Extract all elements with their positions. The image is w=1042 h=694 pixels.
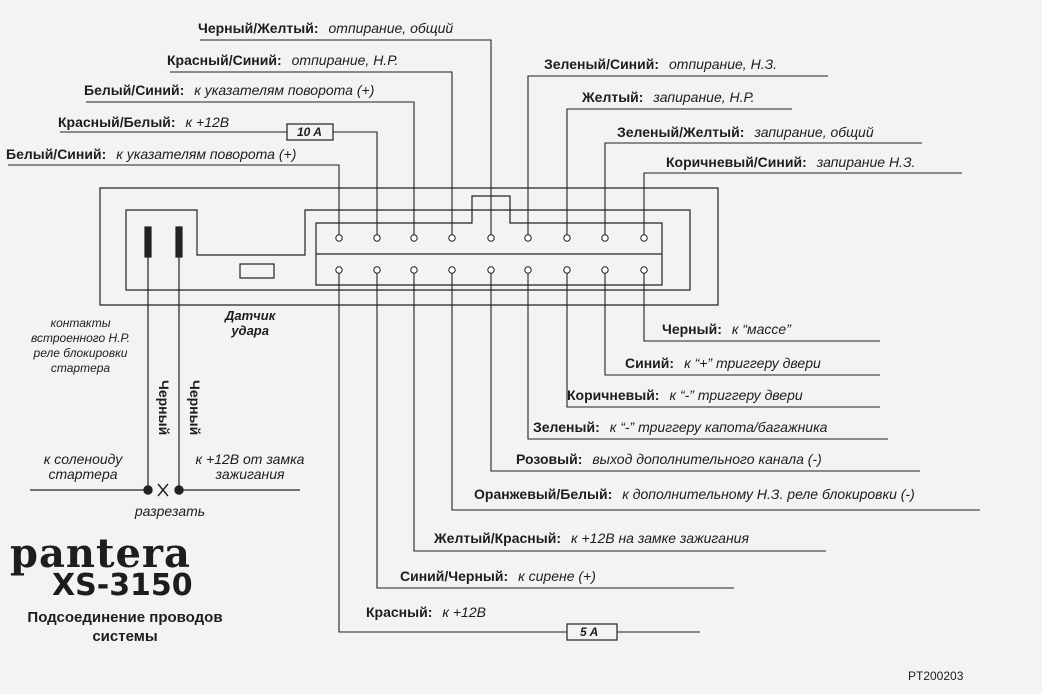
- connector-pin: [487, 266, 495, 274]
- wire-label-white-blue-2: Белый/Синий:к указателям поворота (+): [6, 146, 297, 162]
- wire-label-brown-blue: Коричневый/Синий:запирание Н.З.: [666, 154, 916, 170]
- wire-label-red: Красный:к +12В: [366, 604, 486, 620]
- wire-label-green: Зеленый:к “-” триггеру капота/багажника: [533, 419, 828, 435]
- wire-pink: [490, 270, 920, 472]
- connector-pin: [563, 266, 571, 274]
- wire-white-blue-2: [8, 164, 340, 238]
- fuse-5a: [566, 623, 618, 641]
- wire-red-blue: [170, 71, 453, 238]
- relay-contact-left: [144, 226, 152, 258]
- connector-pin: [410, 234, 418, 242]
- unit-inner: [125, 209, 691, 291]
- connector-pin: [373, 266, 381, 274]
- connector-pin: [448, 234, 456, 242]
- wire-yellow-red: [413, 270, 826, 552]
- wire-blue-black: [376, 270, 734, 589]
- connector-pin: [601, 234, 609, 242]
- connector-pin: [410, 266, 418, 274]
- wire-label-black-yellow: Черный/Желтый:отпирание, общий: [198, 20, 454, 36]
- connector-housing: [315, 195, 663, 286]
- black-wire-label-right: Черный: [187, 380, 203, 436]
- wire-green: [527, 270, 888, 440]
- wire-black: [643, 270, 880, 342]
- connector-pin: [524, 266, 532, 274]
- connector-pin: [335, 266, 343, 274]
- wire-label-orange-white: Оранжевый/Белый:к дополнительному Н.З. р…: [474, 486, 915, 502]
- shock-sensor: [239, 263, 275, 279]
- fuse-10a: [286, 123, 334, 141]
- connector-pin: [373, 234, 381, 242]
- wire-brown: [566, 270, 880, 408]
- wire-yellow: [566, 108, 792, 238]
- document-code: PT200203: [908, 669, 964, 683]
- wire-label-pink: Розовый:выход дополнительного канала (-): [516, 451, 822, 467]
- wire-black-yellow: [200, 39, 492, 238]
- wire-white-blue-1: [86, 101, 415, 238]
- cut-mark: [143, 483, 184, 497]
- wire-label-white-blue-1: Белый/Синий:к указателям поворота (+): [84, 82, 375, 98]
- wire-label-yellow: Желтый:запирание, Н.Р.: [582, 89, 755, 105]
- wire-label-green-blue: Зеленый/Синий:отпирание, Н.З.: [544, 56, 778, 72]
- connector-pin: [601, 266, 609, 274]
- black-wire-label-left: Черный: [156, 380, 172, 436]
- connector-pin: [563, 234, 571, 242]
- cut-label: разрезать: [134, 503, 206, 519]
- connector-pin: [640, 266, 648, 274]
- connector-pin: [524, 234, 532, 242]
- wire-label-green-yellow: Зеленый/Желтый:запирание, общий: [617, 124, 874, 140]
- wire-label-blue: Синий:к “+” триггеру двери: [625, 355, 821, 371]
- wire-label-blue-black: Синий/Черный:к сирене (+): [400, 568, 596, 584]
- connector-pin: [448, 266, 456, 274]
- wire-red-white: [60, 131, 378, 238]
- wire-green-yellow: [604, 142, 922, 238]
- connector-pin: [487, 234, 495, 242]
- fuse-10a-label: 10 A: [297, 125, 322, 139]
- model-name: XS-3150: [52, 568, 193, 603]
- connector-pin: [640, 234, 648, 242]
- wire-orange-white: [451, 270, 980, 511]
- wire-label-red-blue: Красный/Синий:отпирание, Н.Р.: [167, 52, 399, 68]
- unit-housing: [99, 187, 719, 306]
- wire-label-black: Черный:к “массе”: [662, 321, 791, 337]
- connector-pin: [335, 234, 343, 242]
- wire-green-blue: [527, 75, 828, 238]
- brand-logo: pantera: [10, 530, 191, 577]
- wire-red: [338, 270, 700, 633]
- relay-contact-right: [175, 226, 183, 258]
- wire-label-yellow-red: Желтый/Красный:к +12В на замке зажигания: [434, 530, 749, 546]
- fuse-5a-label: 5 A: [580, 625, 599, 639]
- wire-label-brown: Коричневый:к “-” триггеру двери: [567, 387, 803, 403]
- wire-brown-blue: [643, 172, 962, 238]
- wire-label-red-white: Красный/Белый:к +12В: [58, 114, 230, 130]
